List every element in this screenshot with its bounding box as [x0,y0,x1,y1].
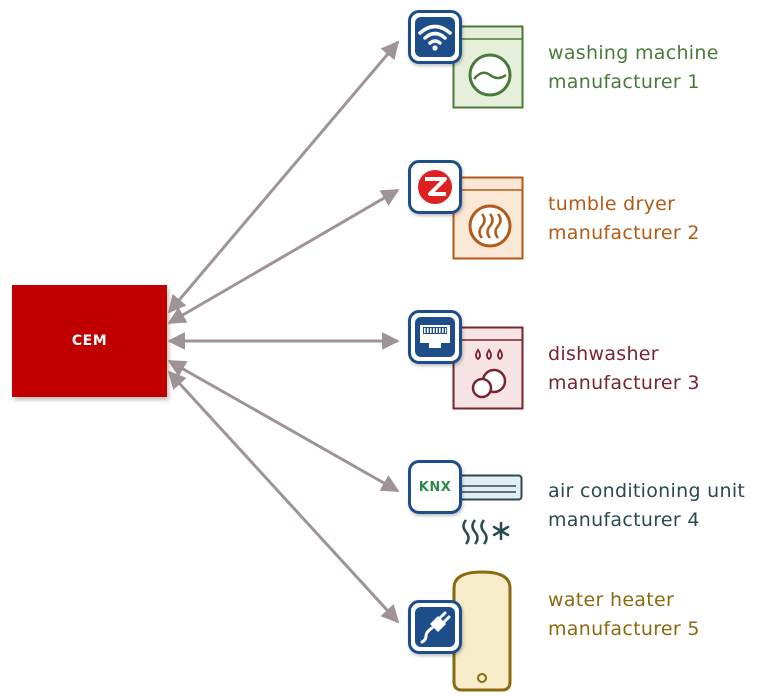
knx-badge: KNX [408,460,462,514]
wifi-badge [408,10,462,64]
washing-machine-label: washing machine manufacturer 1 [548,39,719,97]
dishwasher-device [408,310,524,412]
plug-icon [420,611,451,644]
air-conditioner-label-line1: air conditioning unit [548,480,746,502]
cem-label: CEM [71,333,108,349]
tumble-dryer-device [408,160,524,262]
air-conditioner-label: air conditioning unit manufacturer 4 [548,477,745,535]
dishwasher-label-line1: dishwasher [548,343,659,365]
tumble-dryer-label: tumble dryer manufacturer 2 [548,190,700,248]
air-conditioner-icon [444,474,523,545]
dishwasher-label-line2: manufacturer 3 [548,372,700,394]
ethernet-icon [420,325,450,348]
arrow-water-heater [167,370,400,624]
air-conditioner-device: KNX [408,460,524,550]
zigbee-icon [418,170,452,204]
knx-icon: KNX [418,479,452,495]
water-heater-label-line2: manufacturer 5 [548,618,700,640]
water-heater-label-line1: water heater [548,589,675,611]
plug-badge [408,600,462,654]
washing-machine-label-line1: washing machine [548,42,719,64]
washing-machine-device [408,10,524,110]
arrow-washing-machine [167,40,400,314]
water-heater-device [408,570,524,696]
ethernet-badge [408,310,462,364]
arrow-air-conditioner [167,359,400,493]
tumble-dryer-label-line2: manufacturer 2 [548,222,700,244]
zigbee-badge [408,160,462,214]
tumble-dryer-icon [452,176,524,260]
washing-machine-icon [452,25,524,109]
water-heater-label: water heater manufacturer 5 [548,586,700,644]
dishwasher-icon [452,326,524,410]
water-heater-icon [452,570,512,692]
wifi-icon [418,24,452,51]
dishwasher-label: dishwasher manufacturer 3 [548,340,700,398]
cem-box: CEM [12,285,167,397]
air-conditioner-label-line2: manufacturer 4 [548,509,700,531]
arrow-tumble-dryer [167,188,400,325]
tumble-dryer-label-line1: tumble dryer [548,193,676,215]
washing-machine-label-line2: manufacturer 1 [548,71,700,93]
